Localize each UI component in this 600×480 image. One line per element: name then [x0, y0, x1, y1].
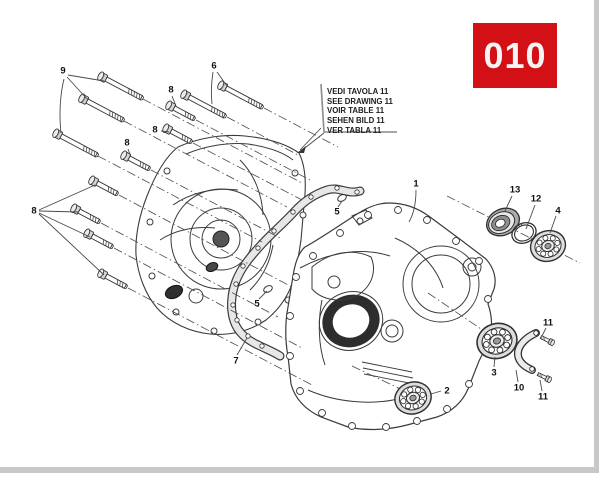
callout-label-8c[interactable]: 8 [124, 137, 130, 149]
note-pointer [297, 127, 325, 153]
callout-label-11b[interactable]: 11 [537, 391, 549, 403]
dowel-5a [337, 194, 347, 202]
bolt-8a [163, 99, 198, 124]
roller-bearing-13 [485, 207, 521, 237]
callout-label-5a[interactable]: 5 [334, 206, 340, 218]
callout-leader-lines [38, 71, 557, 395]
note-line: VER TABLA 11 [327, 125, 382, 135]
callout-label-2[interactable]: 2 [444, 385, 450, 397]
vertical-scrollbar[interactable] [594, 0, 599, 473]
bolt-9b [76, 92, 127, 126]
table-number-badge: 010 [473, 23, 557, 88]
callout-label-10[interactable]: 10 [513, 382, 525, 394]
bolt-9c [50, 127, 101, 161]
callout-label-11a[interactable]: 11 [542, 317, 554, 329]
callout-label-8b[interactable]: 8 [152, 124, 158, 136]
bolt-8e [68, 202, 103, 227]
note-box-frame [320, 83, 397, 133]
bolt-9a [95, 70, 146, 104]
callout-label-1[interactable]: 1 [413, 178, 419, 190]
dowel-5b [263, 285, 273, 293]
retainer-bracket-10 [513, 329, 540, 374]
bolt-6b [215, 79, 266, 113]
screw-11b [536, 370, 553, 384]
callout-label-4[interactable]: 4 [555, 205, 561, 217]
callout-label-8a[interactable]: 8 [168, 84, 174, 96]
callout-label-5b[interactable]: 5 [254, 298, 260, 310]
right-crankcase-half [285, 202, 496, 431]
note-line: SEE DRAWING 11 [327, 96, 393, 106]
callout-label-7[interactable]: 7 [233, 355, 239, 367]
bolt-8f [81, 227, 116, 252]
note-line: VEDI TAVOLA 11 [327, 87, 389, 96]
callout-label-13[interactable]: 13 [509, 184, 521, 196]
callout-label-8d[interactable]: 8 [31, 205, 37, 217]
callout-label-12[interactable]: 12 [530, 193, 542, 205]
bolt-8b [160, 122, 195, 147]
horizontal-scrollbar[interactable] [0, 467, 598, 473]
note-line: SEHEN BILD 11 [327, 116, 385, 126]
bolt-8g [95, 267, 130, 292]
screw-11a [539, 333, 556, 347]
callout-label-9[interactable]: 9 [60, 65, 66, 77]
circlip-12 [511, 222, 537, 244]
callout-label-6[interactable]: 6 [211, 60, 217, 72]
note-line: VOIR TABLE 11 [327, 106, 385, 116]
callout-label-3[interactable]: 3 [491, 367, 497, 379]
